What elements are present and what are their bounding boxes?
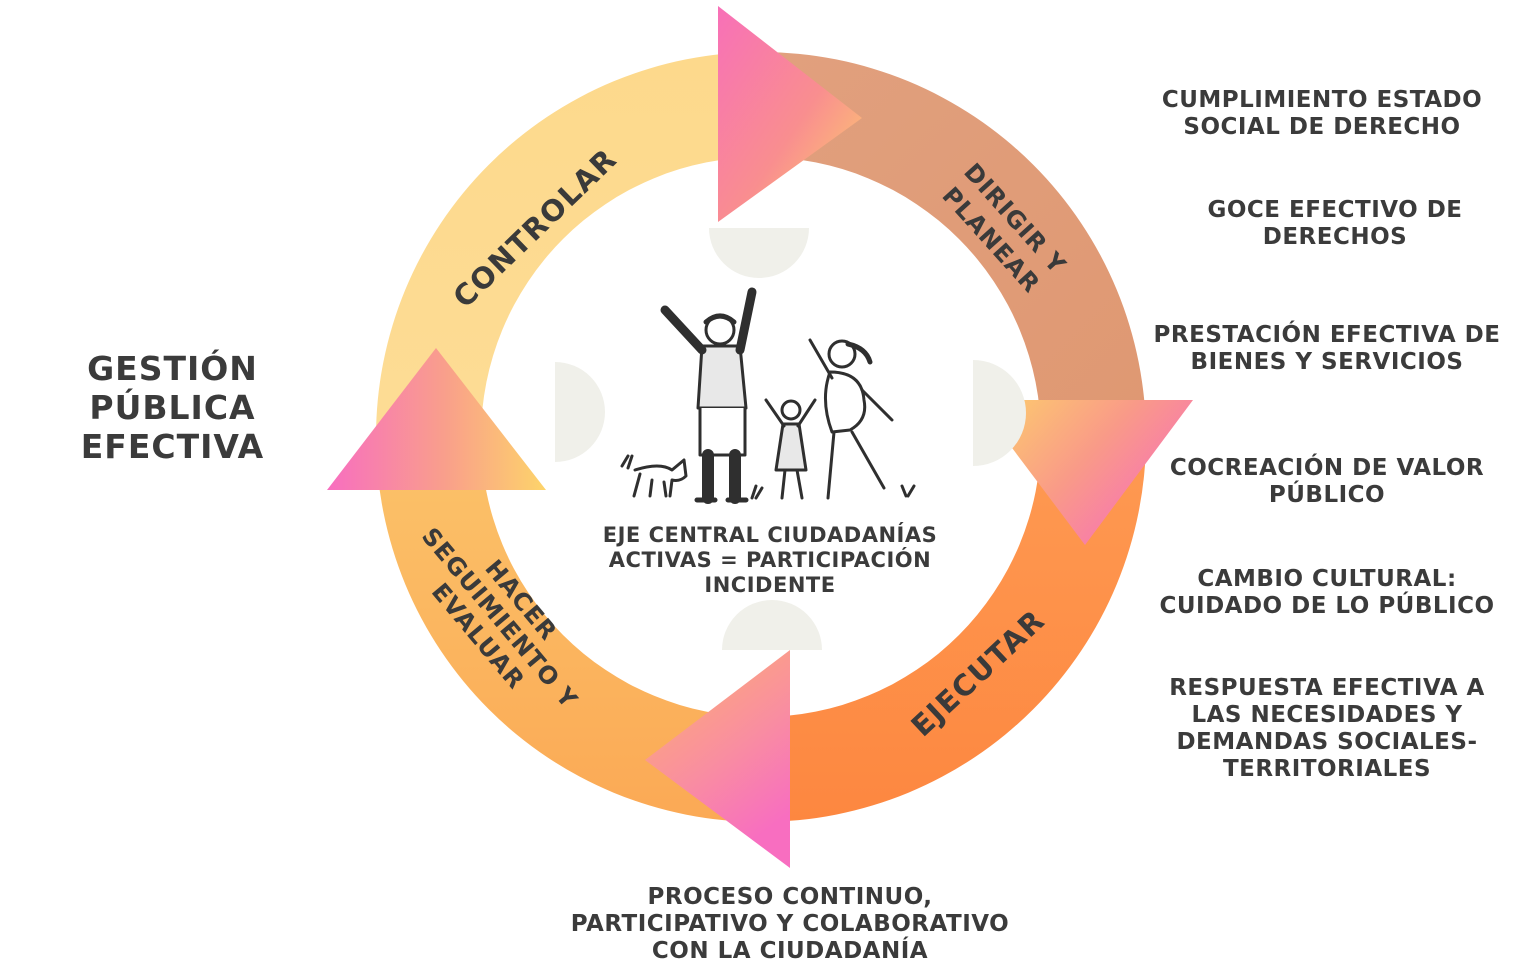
- person-adult-icon: [660, 287, 757, 504]
- ring-segment-ejecutar: [761, 437, 1146, 822]
- benefit-line: GOCE EFECTIVO DE: [1207, 197, 1463, 223]
- arrow-left-icon: [327, 348, 546, 490]
- benefit-line: BIENES Y SERVICIOS: [1190, 349, 1464, 376]
- semicircle-top: [709, 228, 809, 278]
- benefit-line: CAMBIO CULTURAL:: [1197, 566, 1457, 592]
- bottom-line-3: CON LA CIUDADANÍA: [651, 938, 929, 965]
- dog-icon: [620, 454, 688, 498]
- benefit-line: PRESTACIÓN EFECTIVA DE: [1153, 322, 1501, 348]
- benefit-line: CUIDADO DE LO PÚBLICO: [1159, 593, 1495, 620]
- goal-line-2: EFECTIVA: [80, 426, 265, 466]
- center-line-1: EJE CENTRAL CIUDADANÍAS: [602, 523, 938, 547]
- center-line-3: INCIDENTE: [704, 572, 836, 597]
- benefit-line: DEMANDAS SOCIALES-: [1176, 729, 1478, 756]
- benefit-line: TERRITORIALES: [1222, 756, 1432, 783]
- arrow-right-icon: [976, 400, 1193, 545]
- semicircle-right: [973, 360, 1026, 466]
- bottom-line-1: PROCESO CONTINUO,: [647, 884, 933, 910]
- goal-line-1: GESTIÓN PÚBLICA: [87, 349, 258, 427]
- grass-icon: [750, 484, 916, 500]
- semicircle-left: [555, 362, 605, 462]
- benefit-line: CUMPLIMIENTO ESTADO: [1161, 87, 1483, 113]
- benefit-item: CAMBIO CULTURAL: CUIDADO DE LO PÚBLICO: [1137, 566, 1517, 620]
- process-description: PROCESO CONTINUO, PARTICIPATIVO Y COLABO…: [520, 884, 1060, 965]
- benefit-line: DERECHOS: [1262, 224, 1408, 251]
- benefit-item: PRESTACIÓN EFECTIVA DE BIENES Y SERVICIO…: [1137, 322, 1517, 376]
- benefit-item: CUMPLIMIENTO ESTADO SOCIAL DE DERECHO: [1132, 87, 1512, 141]
- benefit-line: PÚBLICO: [1268, 482, 1386, 509]
- benefit-item: COCREACIÓN DE VALOR PÚBLICO: [1137, 455, 1517, 509]
- center-line-2: ACTIVAS = PARTICIPACIÓN: [608, 547, 932, 572]
- benefit-item: RESPUESTA EFECTIVA A LAS NECESIDADES Y D…: [1137, 675, 1517, 784]
- semicircle-bottom: [722, 600, 822, 650]
- ring-segment-controlar: [376, 52, 761, 437]
- benefit-line: LAS NECESIDADES Y: [1191, 702, 1463, 729]
- benefit-line: SOCIAL DE DERECHO: [1183, 114, 1461, 141]
- benefit-line: RESPUESTA EFECTIVA A: [1169, 675, 1485, 701]
- ring-segment-dirigir: [761, 52, 1146, 437]
- ring-segment-seguimiento: [376, 437, 761, 822]
- center-axis-text: EJE CENTRAL CIUDADANÍAS ACTIVAS = PARTIC…: [580, 523, 960, 597]
- arrow-bottom-icon: [645, 650, 790, 868]
- benefit-line: COCREACIÓN DE VALOR: [1169, 455, 1485, 481]
- benefit-item: GOCE EFECTIVO DE DERECHOS: [1145, 197, 1517, 251]
- arrow-top-icon: [718, 6, 862, 222]
- person-woman-icon: [808, 338, 894, 500]
- goal-title: GESTIÓN PÚBLICA EFECTIVA: [0, 349, 345, 467]
- person-child-icon: [764, 398, 817, 500]
- bottom-line-2: PARTICIPATIVO Y COLABORATIVO: [570, 911, 1010, 938]
- family-illustration: [620, 287, 916, 504]
